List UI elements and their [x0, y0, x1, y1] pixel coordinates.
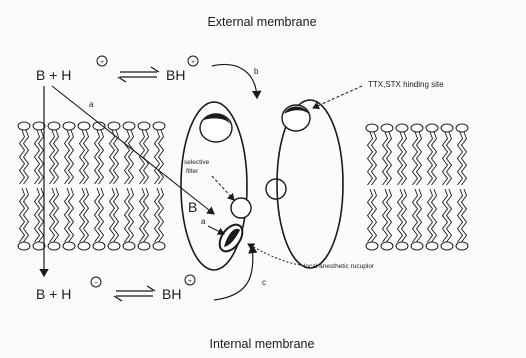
- lipid-tail: [144, 188, 149, 242]
- lipid-tail: [54, 188, 59, 242]
- lipid-head: [93, 242, 105, 250]
- lipid-tail: [99, 188, 104, 242]
- lipid-bilayer-right: [366, 124, 468, 250]
- ttx-stx-binding-site-label: TTX,STX hinding site: [368, 80, 444, 89]
- inner-base-to-receptor-arrow: [208, 226, 224, 234]
- lipid-head: [153, 242, 165, 250]
- filter-label: filter: [186, 168, 199, 175]
- lipid-head: [381, 124, 393, 132]
- lipid-head: [63, 122, 75, 130]
- lipid-head: [441, 124, 453, 132]
- pathway-a-outer-label: a: [89, 100, 94, 109]
- lipid-head: [108, 122, 120, 130]
- external-membrane-title: External membrane: [207, 15, 316, 29]
- lipid-tail: [114, 188, 119, 242]
- bottom-eq-right: BH: [162, 286, 181, 302]
- lipid-head: [456, 242, 468, 250]
- local-anesthetic-receptor-label: local anesthetic rucuplor: [304, 263, 375, 270]
- pathway-b-label: b: [254, 67, 259, 76]
- lipid-head: [78, 122, 90, 130]
- lipid-head: [366, 124, 378, 132]
- lipid-head: [456, 124, 468, 132]
- lipid-tail: [24, 130, 29, 184]
- sodium-channel-right: [277, 100, 343, 268]
- top-eq-left: B + H: [36, 67, 71, 83]
- internal-membrane-title: Internal membrane: [210, 337, 315, 351]
- lipid-tail: [387, 132, 392, 185]
- lipid-head: [138, 242, 150, 250]
- inner-base-label: B: [188, 199, 197, 215]
- lipid-tail: [372, 189, 377, 242]
- lipid-tail: [69, 130, 74, 184]
- lipid-head: [426, 242, 438, 250]
- lipid-tail: [402, 189, 407, 242]
- lipid-tail: [24, 188, 29, 242]
- lipid-tail: [432, 189, 437, 242]
- lipid-head: [48, 122, 60, 130]
- lipid-tail: [84, 130, 89, 184]
- lipid-bilayer-left: [18, 122, 165, 250]
- lipid-tail: [159, 188, 164, 242]
- pathway-b-arrow: [212, 64, 257, 98]
- lipid-head: [411, 124, 423, 132]
- lipid-tail: [39, 130, 44, 184]
- lipid-head: [396, 124, 408, 132]
- lipid-head: [411, 242, 423, 250]
- lipid-head: [33, 122, 45, 130]
- lipid-head: [381, 242, 393, 250]
- lipid-head: [33, 242, 45, 250]
- lipid-head: [138, 122, 150, 130]
- lipid-tail: [447, 189, 452, 242]
- lipid-tail: [402, 132, 407, 185]
- lipid-head: [78, 242, 90, 250]
- lipid-tail: [69, 188, 74, 242]
- lipid-tail: [462, 189, 467, 242]
- lipid-head: [48, 242, 60, 250]
- lipid-head: [396, 242, 408, 250]
- lipid-head: [123, 242, 135, 250]
- bottom-eq-left: B + H: [36, 286, 71, 302]
- top-eq-right: BH: [166, 67, 185, 83]
- lipid-tail: [462, 132, 467, 185]
- lipid-tail: [99, 130, 104, 184]
- selective-label: selective: [184, 159, 210, 166]
- top-charge-right: +: [191, 59, 195, 66]
- sodium-ion-in-channel: [231, 198, 251, 218]
- lipid-head: [123, 122, 135, 130]
- lipid-tail: [39, 188, 44, 242]
- pathway-a-inner-label: a: [201, 217, 206, 226]
- lipid-tail: [159, 130, 164, 184]
- lipid-tail: [129, 130, 134, 184]
- bottom-charge-left: −: [94, 280, 98, 287]
- lipid-tail: [372, 132, 377, 185]
- lipid-head: [441, 242, 453, 250]
- lipid-tail: [417, 132, 422, 185]
- lipid-tail: [54, 130, 59, 184]
- bottom-equilibrium: B + H − BH +: [36, 275, 195, 302]
- lipid-tail: [417, 189, 422, 242]
- selective-filter-pointer: [212, 176, 234, 200]
- bottom-charge-right: +: [188, 278, 192, 285]
- lipid-head: [108, 242, 120, 250]
- pathway-c-label: c: [262, 278, 266, 287]
- lipid-tail: [144, 130, 149, 184]
- top-charge-left: +: [100, 59, 104, 66]
- lipid-head: [426, 124, 438, 132]
- sodium-ion-pore: [266, 179, 286, 199]
- lipid-head: [63, 242, 75, 250]
- lipid-tail: [387, 189, 392, 242]
- lipid-tail: [432, 132, 437, 185]
- sodium-channel-left: [181, 102, 247, 270]
- top-equilibrium: B + H + BH +: [36, 56, 198, 83]
- lipid-tail: [129, 188, 134, 242]
- lipid-tail: [84, 188, 89, 242]
- lipid-head: [18, 122, 30, 130]
- lipid-tail: [447, 132, 452, 185]
- ttx-site-pointer: [313, 86, 362, 108]
- lipid-head: [153, 122, 165, 130]
- lipid-head: [18, 242, 30, 250]
- lipid-head: [366, 242, 378, 250]
